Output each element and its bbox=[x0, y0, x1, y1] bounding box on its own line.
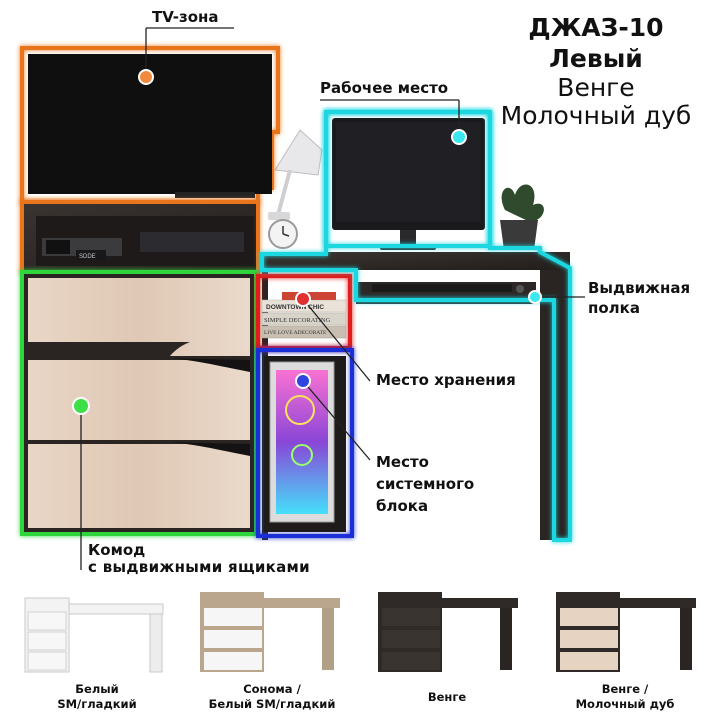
swatch-caption-white: Белый SM/гладкий bbox=[22, 682, 172, 712]
system-unit-label-line3: блока bbox=[376, 497, 429, 515]
tv-zone-label: TV-зона bbox=[152, 8, 219, 26]
swatch-caption-wenge-oak-line2: Молочный дуб bbox=[575, 697, 675, 711]
swatch-caption-wenge-oak: Венге / Молочный дуб bbox=[550, 682, 700, 712]
dresser-marker-dot bbox=[72, 397, 90, 415]
plant bbox=[500, 184, 544, 250]
drawer-shelf-label-line1: Выдвижная bbox=[588, 279, 691, 297]
swatch-caption-white-line1: Белый bbox=[75, 682, 119, 696]
swatch-caption-wenge: Венге bbox=[372, 690, 522, 705]
swatch-caption-sonoma-line1: Сонома / bbox=[243, 682, 301, 696]
swatch-white bbox=[24, 597, 164, 673]
computer-monitor bbox=[332, 118, 485, 250]
swatch-sonoma-white bbox=[200, 592, 340, 672]
product-model: ДЖАЗ-10 bbox=[528, 13, 664, 42]
monitor-outline bbox=[324, 110, 492, 248]
system-unit-label-line2: системного bbox=[376, 475, 475, 493]
system-zone-outline bbox=[256, 348, 354, 538]
product-color-line1: Венге bbox=[557, 73, 635, 102]
product-variant: Левый bbox=[549, 44, 643, 73]
dresser-label-line1: Комод bbox=[88, 541, 146, 559]
device-label: SDDE bbox=[79, 254, 96, 260]
system-unit-label-line1: Место bbox=[376, 453, 429, 471]
swatch-caption-wenge-line1: Венге bbox=[427, 690, 467, 704]
tv-marker-dot bbox=[138, 69, 154, 85]
shelf-marker-dot bbox=[528, 290, 542, 304]
swatch-wenge-milk-oak bbox=[556, 592, 696, 672]
workplace-label: Рабочее место bbox=[320, 79, 449, 97]
book-title-2: SIMPLE DECORATING bbox=[264, 317, 331, 324]
alarm-clock bbox=[268, 219, 298, 249]
dresser-label-line2: с выдвижными ящиками bbox=[88, 558, 310, 576]
product-title-block: ДЖАЗ-10 Левый Венге Молочный дуб bbox=[486, 12, 706, 130]
workplace-zone-outline bbox=[260, 110, 572, 542]
drawer-shelf-label-line2: полка bbox=[588, 299, 640, 317]
dresser bbox=[24, 274, 254, 532]
swatch-caption-sonoma-line2: Белый SM/гладкий bbox=[208, 697, 336, 711]
swatch-wenge bbox=[378, 592, 518, 672]
system-marker-dot bbox=[295, 373, 311, 389]
workplace-marker-dot bbox=[451, 129, 467, 145]
swatch-caption-white-line2: SM/гладкий bbox=[57, 697, 137, 711]
swatch-caption-wenge-oak-line1: Венге / bbox=[601, 682, 649, 696]
swatch-caption-sonoma: Сонома / Белый SM/гладкий bbox=[192, 682, 352, 712]
desk-lamp bbox=[268, 129, 323, 220]
book-title-1: DOWNTOWN CHIC bbox=[266, 304, 324, 311]
product-color-line2: Молочный дуб bbox=[500, 101, 692, 130]
audio-equipment: SDDE bbox=[42, 232, 244, 260]
book-title-3: LIVE LOVE ADECORATE bbox=[264, 330, 327, 336]
storage-marker-dot bbox=[295, 291, 311, 307]
storage-label: Место хранения bbox=[376, 371, 516, 389]
